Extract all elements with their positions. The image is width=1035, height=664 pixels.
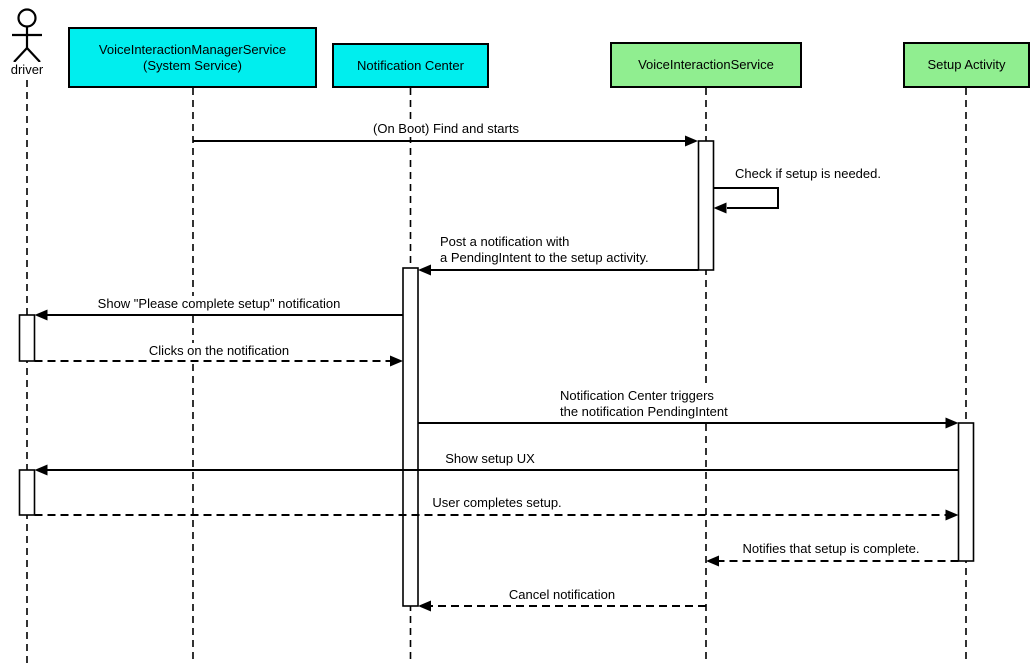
message-label-show-please-complete-setup: Show "Please complete setup" notificatio… (95, 296, 343, 312)
message-label-check-if-setup-is-needed: Check if setup is needed. (733, 166, 883, 182)
activation-driver-2 (18, 469, 36, 516)
arrow-cancel-notification (418, 600, 706, 612)
arrow-clicks-on-the-notification (34, 355, 403, 367)
participant-label-line2: (System Service) (143, 57, 242, 73)
message-label-post-a-notification: Post a notification with a PendingIntent… (438, 234, 651, 266)
participant-label: Notification Center (357, 57, 464, 73)
participant-notification-center: Notification Center (332, 43, 489, 88)
arrow-post-a-notification (418, 264, 699, 276)
message-label-on-boot-find-and-starts: (On Boot) Find and starts (371, 121, 521, 137)
participant-voice-interaction-manager-service: VoiceInteractionManagerService (System S… (68, 27, 317, 88)
activation-voice-interaction-service (697, 140, 715, 271)
message-label-clicks-on-the-notification: Clicks on the notification (146, 343, 292, 359)
activation-notification-center (402, 267, 419, 607)
participant-label: Setup Activity (927, 57, 1006, 72)
arrow-check-if-setup-is-needed (713, 187, 779, 214)
message-label-notification-center-triggers: Notification Center triggers the notific… (558, 388, 730, 420)
arrow-show-setup-ux (34, 464, 959, 476)
arrow-notifies-setup-complete (706, 555, 959, 567)
arrow-on-boot-find-and-starts (193, 135, 698, 147)
message-label-user-completes-setup: User completes setup. (430, 495, 564, 511)
message-label-notifies-setup-complete: Notifies that setup is complete. (740, 541, 922, 557)
arrow-show-please-complete-setup-notification (34, 309, 403, 321)
message-label-show-setup-ux: Show setup UX (443, 451, 537, 467)
participant-driver-label: driver (9, 62, 45, 77)
arrow-user-completes-setup (34, 509, 959, 521)
activation-driver-1 (18, 314, 36, 362)
activation-setup-activity (957, 422, 975, 562)
participant-voice-interaction-service: VoiceInteractionService (610, 42, 802, 88)
arrow-notification-center-triggers-pendingintent (418, 417, 959, 429)
actor-icon (12, 8, 42, 63)
participant-setup-activity: Setup Activity (903, 42, 1030, 88)
participant-label: VoiceInteractionService (638, 57, 774, 72)
message-label-cancel-notification: Cancel notification (506, 587, 618, 603)
participant-label-line1: VoiceInteractionManagerService (98, 41, 287, 57)
